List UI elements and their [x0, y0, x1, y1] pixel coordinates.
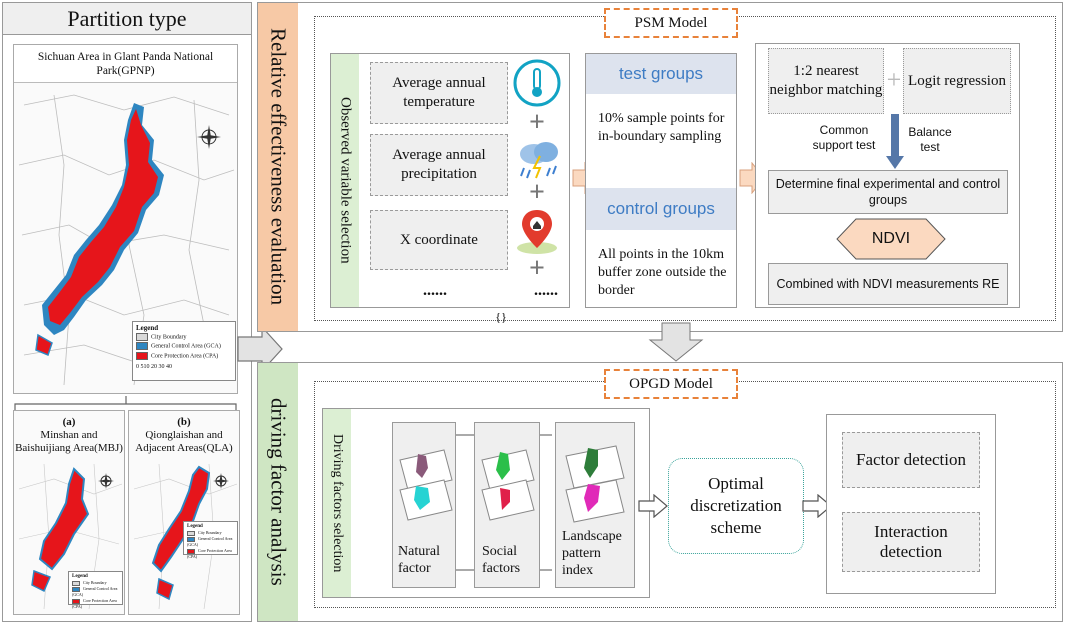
test-groups-header: test groups — [586, 54, 736, 94]
variable-more-right: ...... — [534, 282, 558, 299]
plus-icon: + — [529, 177, 545, 208]
balance-test: Balance test — [908, 125, 952, 154]
groups-box — [585, 53, 737, 308]
interaction-detection: Interaction detection — [842, 512, 980, 572]
natural-factor-label: Natural factor — [398, 544, 440, 576]
opgd-model-title: OPGD Model — [604, 369, 738, 399]
arrow-down-icon — [886, 114, 904, 169]
ndvi-label: NDVI — [871, 230, 911, 247]
arrow-right-icon — [802, 494, 832, 518]
braces-label: {} — [495, 309, 507, 324]
landscape-pattern-label: Landscape pattern index — [562, 529, 622, 578]
qla-map — [133, 463, 238, 610]
variable-precipitation: Average annual precipitation — [370, 134, 508, 196]
arrow-right-icon — [638, 494, 668, 518]
variable-temperature: Average annual temperature — [370, 62, 508, 124]
mbj-legend: Legend City Boundary General Control Are… — [68, 571, 123, 609]
factor-detection: Factor detection — [842, 432, 980, 488]
mbj-title: Minshan and Baishuijiang Area(MBJ) — [15, 428, 123, 454]
driving-band: Driving factors selection — [323, 409, 351, 597]
natural-factor-map — [399, 449, 453, 521]
plus-icon: + — [529, 107, 545, 138]
relative-effectiveness-section — [257, 2, 1063, 332]
driving-factors-label: Driving factors selection — [330, 433, 345, 573]
control-groups-header: control groups — [586, 188, 736, 230]
driving-factor-section — [257, 362, 1063, 622]
combined-ndvi-re: Combined with NDVI measurements RE — [768, 263, 1008, 305]
compass-icon — [213, 473, 229, 489]
gpnp-title: Sichuan Area in Glant Panda National Par… — [14, 45, 237, 83]
qla-legend: Legend City Boundary General Control Are… — [183, 521, 238, 559]
landscape-pattern-map — [565, 445, 625, 523]
compass-icon — [197, 125, 221, 149]
compass-icon — [98, 473, 114, 489]
control-groups-body: All points in the 10km buffer zone outsi… — [598, 247, 727, 298]
qla-tag: (b) — [177, 415, 191, 428]
arrow-down-icon — [648, 322, 704, 362]
mbj-tag: (a) — [62, 415, 76, 428]
relative-effectiveness-band: Relative effectiveness evaluation — [258, 3, 298, 331]
qla-title: Qionglaishan and Adjacent Areas(QLA) — [135, 428, 233, 454]
variable-more: ...... — [423, 282, 447, 299]
social-factors-label: Social factors — [482, 544, 521, 576]
qla-map-panel: (b) Qionglaishan and Adjacent Areas(QLA)… — [128, 410, 240, 615]
plus-icon: + — [529, 253, 545, 284]
plus-icon: + — [886, 65, 902, 94]
driving-factor-band: driving factor analysis — [258, 363, 298, 621]
legend-title: Legend — [136, 324, 159, 332]
bracket-connector — [14, 396, 237, 410]
variable-x-coordinate: X coordinate — [370, 210, 508, 270]
psm-model-title: PSM Model — [604, 8, 738, 38]
observed-label: Observed variable selection — [337, 97, 354, 264]
mbj-map-panel: (a) Minshan and Baishuijiang Area(MBJ) L… — [13, 410, 125, 615]
mbj-map — [18, 463, 123, 610]
mbj-title-block: (a) Minshan and Baishuijiang Area(MBJ) — [14, 413, 124, 457]
observed-band: Observed variable selection — [331, 54, 359, 307]
rain-cloud-icon — [520, 142, 558, 179]
legend-item: General Control Area (GCA) — [136, 342, 232, 351]
optimal-discretization: Optimal discretization scheme — [668, 458, 804, 554]
partition-title: Partition type — [3, 3, 251, 35]
gpnp-legend: Legend City Boundary General Control Are… — [132, 321, 236, 381]
location-pin-icon — [517, 210, 557, 254]
common-support-test: Common support test — [812, 123, 876, 152]
logit-regression: Logit regression — [903, 48, 1011, 114]
legend-item: City Boundary — [136, 333, 232, 342]
driving-factor-label: driving factor analysis — [266, 398, 291, 586]
thermometer-icon — [513, 59, 561, 107]
legend-item: Core Protection Area (CPA) — [136, 351, 232, 361]
relative-effectiveness-label: Relative effectiveness evaluation — [266, 28, 291, 306]
gpnp-map-panel: Sichuan Area in Glant Panda National Par… — [13, 44, 238, 394]
partition-arrow-icon — [237, 325, 283, 373]
social-factors-map — [481, 449, 535, 521]
scale-bar: 0 510 20 30 40 — [136, 364, 172, 371]
ndvi-diamond — [836, 218, 946, 260]
determine-groups: Determine final experimental and control… — [768, 170, 1008, 214]
test-groups-body: 10% sample points for in-boundary sampli… — [598, 111, 725, 144]
gpnp-shape — [35, 103, 164, 357]
nearest-neighbor-matching: 1:2 nearest neighbor matching — [768, 48, 884, 114]
qla-title-block: (b) Qionglaishan and Adjacent Areas(QLA) — [129, 413, 239, 457]
